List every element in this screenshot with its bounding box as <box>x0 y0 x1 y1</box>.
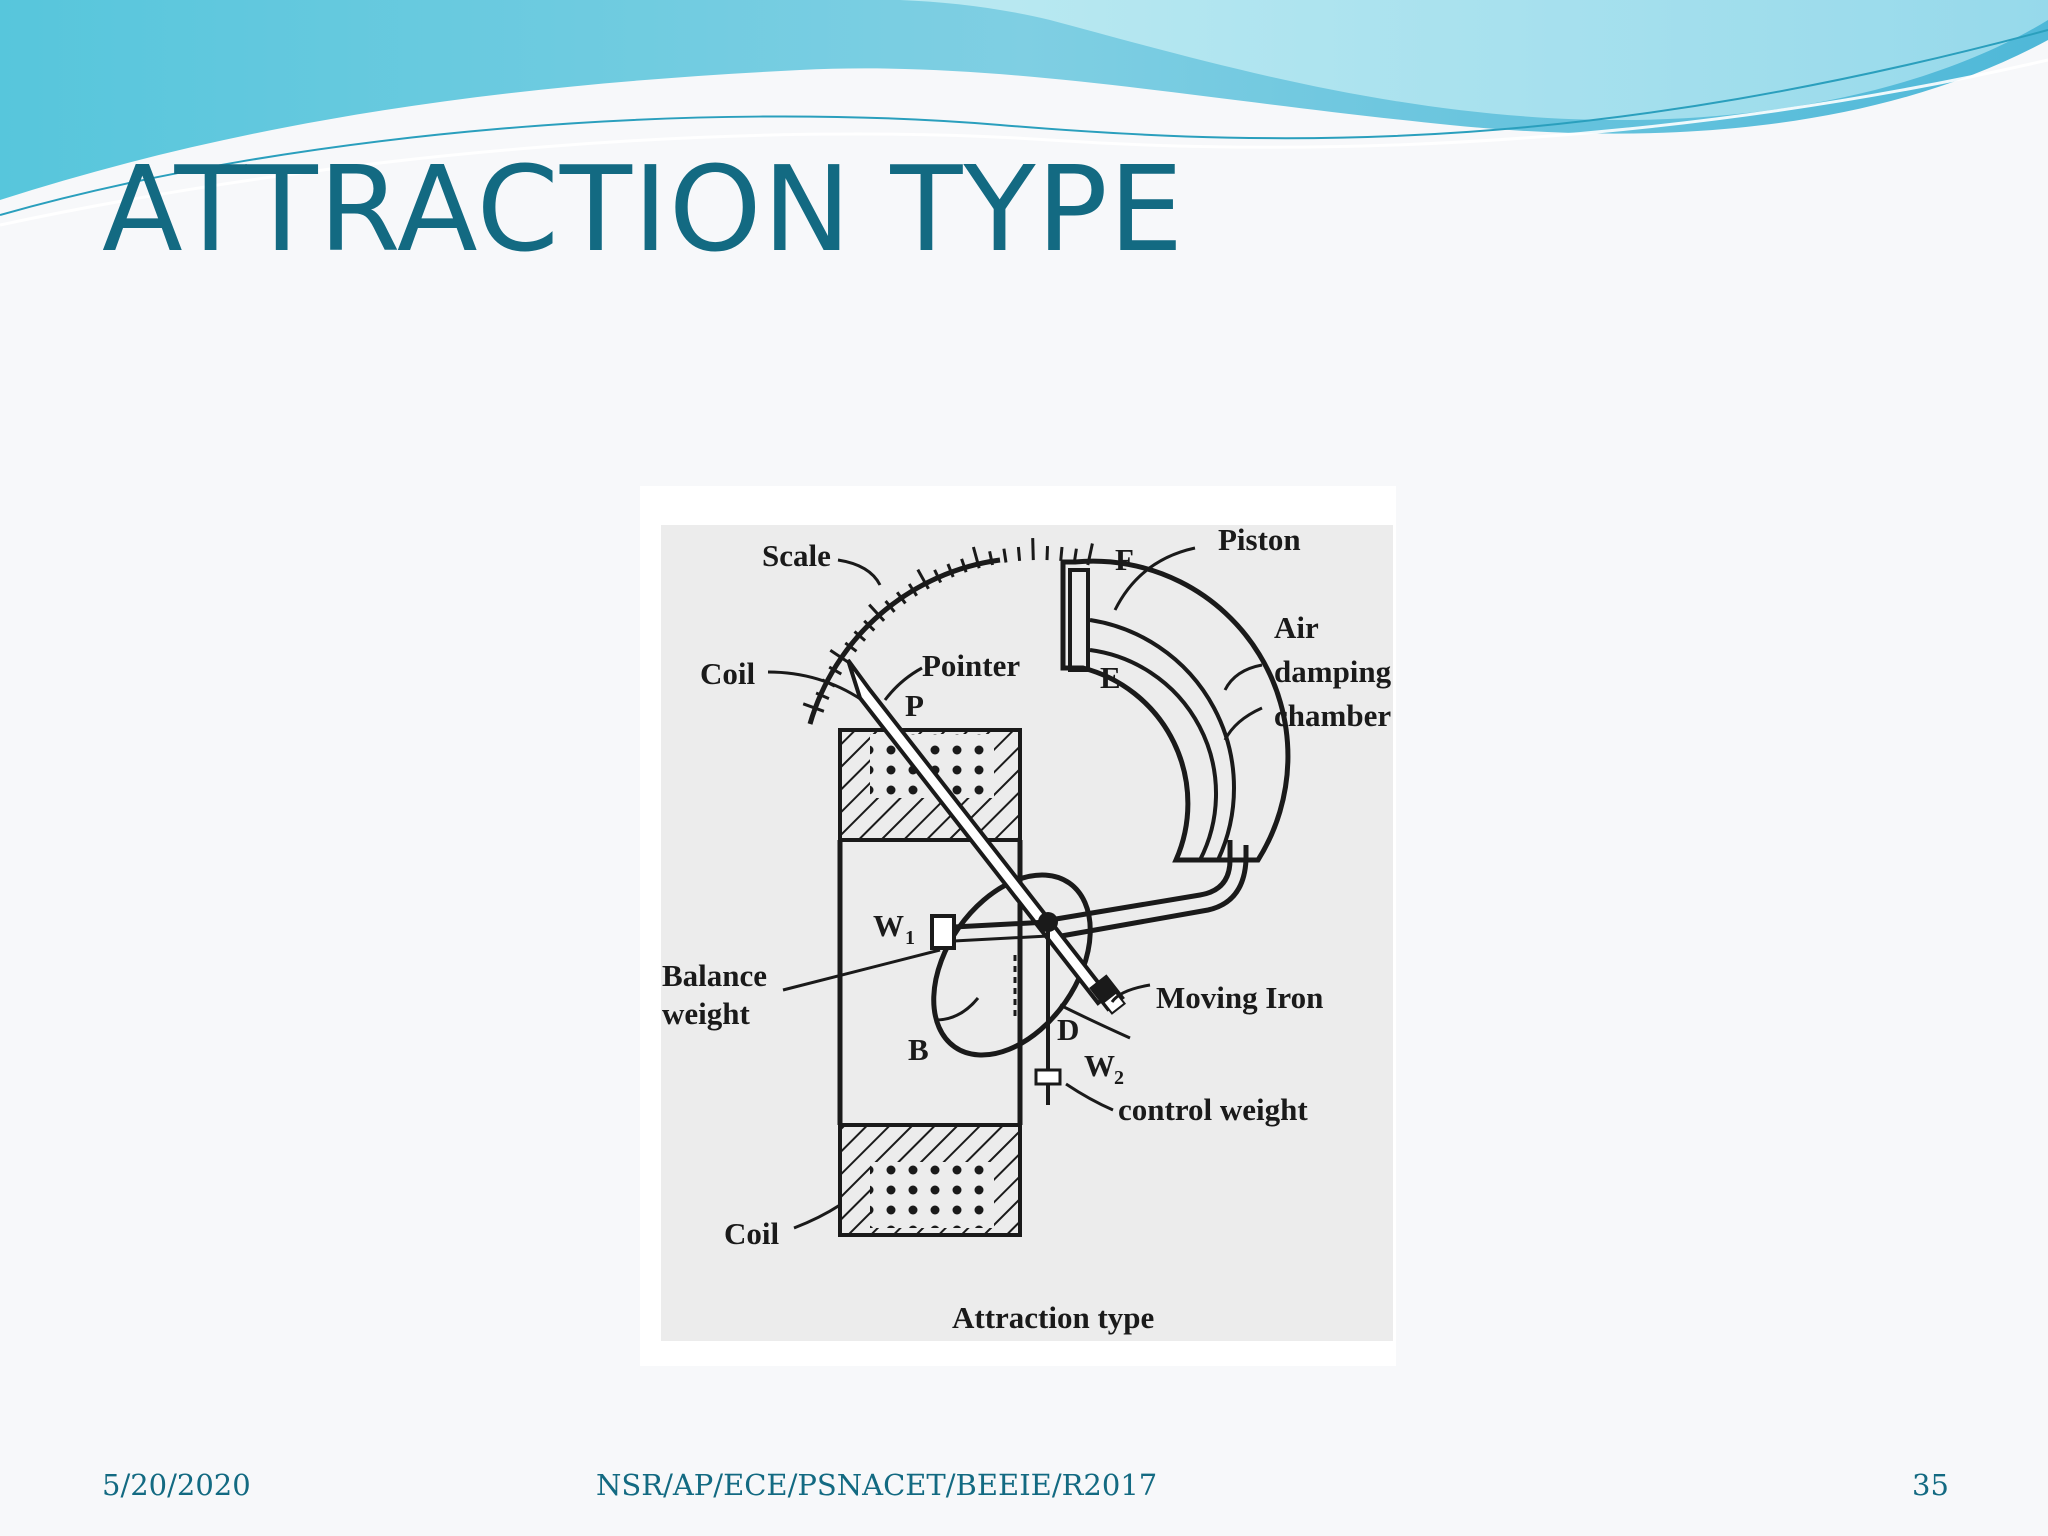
label-f: F <box>1115 542 1134 577</box>
scale-tick <box>829 649 850 664</box>
scale-tick <box>815 691 830 700</box>
label-coil-bottom: Coil <box>724 1216 780 1251</box>
scale-tick <box>884 600 896 613</box>
label-pointer: Pointer <box>922 648 1020 683</box>
label-control-weight: control weight <box>1118 1092 1308 1127</box>
label-b: B <box>908 1032 929 1067</box>
label-scale: Scale <box>762 538 831 573</box>
diagram-caption: Attraction type <box>952 1300 1154 1335</box>
scale-tick <box>868 603 886 622</box>
label-p: P <box>905 688 924 723</box>
scale-tick <box>1031 538 1035 561</box>
scale-tick <box>844 641 858 653</box>
coil-bottom <box>838 1123 1022 1237</box>
scale-tick <box>946 563 955 578</box>
scale-tick <box>933 569 943 584</box>
label-w1-sub: 1 <box>905 927 915 949</box>
scale-tick <box>863 619 876 632</box>
label-d: D <box>1057 1012 1079 1047</box>
scale-tick <box>828 665 843 676</box>
piston-arm <box>1049 840 1233 923</box>
scale-tick <box>916 568 930 590</box>
scale <box>802 538 1094 725</box>
footer-reference: NSR/AP/ECE/PSNACET/BEEIE/R2017 <box>596 1468 1158 1502</box>
scale-tick <box>1016 546 1022 562</box>
label-coil-top: Coil <box>700 656 756 691</box>
label-chamber: chamber <box>1274 698 1391 733</box>
scale-tick <box>1045 546 1049 561</box>
scale-tick <box>802 702 825 713</box>
label-w1: W <box>873 908 904 943</box>
label-e: E <box>1100 660 1121 695</box>
slide-title: ATTRACTION TYPE <box>102 140 1185 278</box>
pointer <box>846 658 1127 1015</box>
label-weight: weight <box>662 996 751 1031</box>
label-damping: damping <box>1274 654 1392 689</box>
label-w2-sub: 2 <box>1114 1067 1124 1089</box>
scale-tick <box>853 630 867 642</box>
scale-tick <box>895 591 907 605</box>
label-moving-iron: Moving Iron <box>1156 980 1323 1015</box>
header-wave <box>0 0 2048 227</box>
scale-tick <box>1002 548 1008 563</box>
leader-lines <box>767 546 1263 1230</box>
label-piston: Piston <box>1218 522 1301 557</box>
scale-tick <box>1059 546 1064 562</box>
scale-tick <box>971 546 981 569</box>
label-w2: W <box>1084 1048 1115 1083</box>
control-weight-w2 <box>1034 930 1062 1105</box>
scale-tick <box>960 558 968 573</box>
figure-background <box>661 525 1393 1341</box>
label-balance: Balance <box>662 958 767 993</box>
slide-number: 35 <box>1912 1468 1949 1502</box>
footer-date: 5/20/2020 <box>102 1468 251 1502</box>
scale-tick <box>988 550 994 566</box>
balance-weight-w1 <box>930 914 1049 950</box>
air-damping-chamber <box>1060 558 1291 863</box>
label-air: Air <box>1274 610 1319 645</box>
scale-tick <box>907 583 918 597</box>
